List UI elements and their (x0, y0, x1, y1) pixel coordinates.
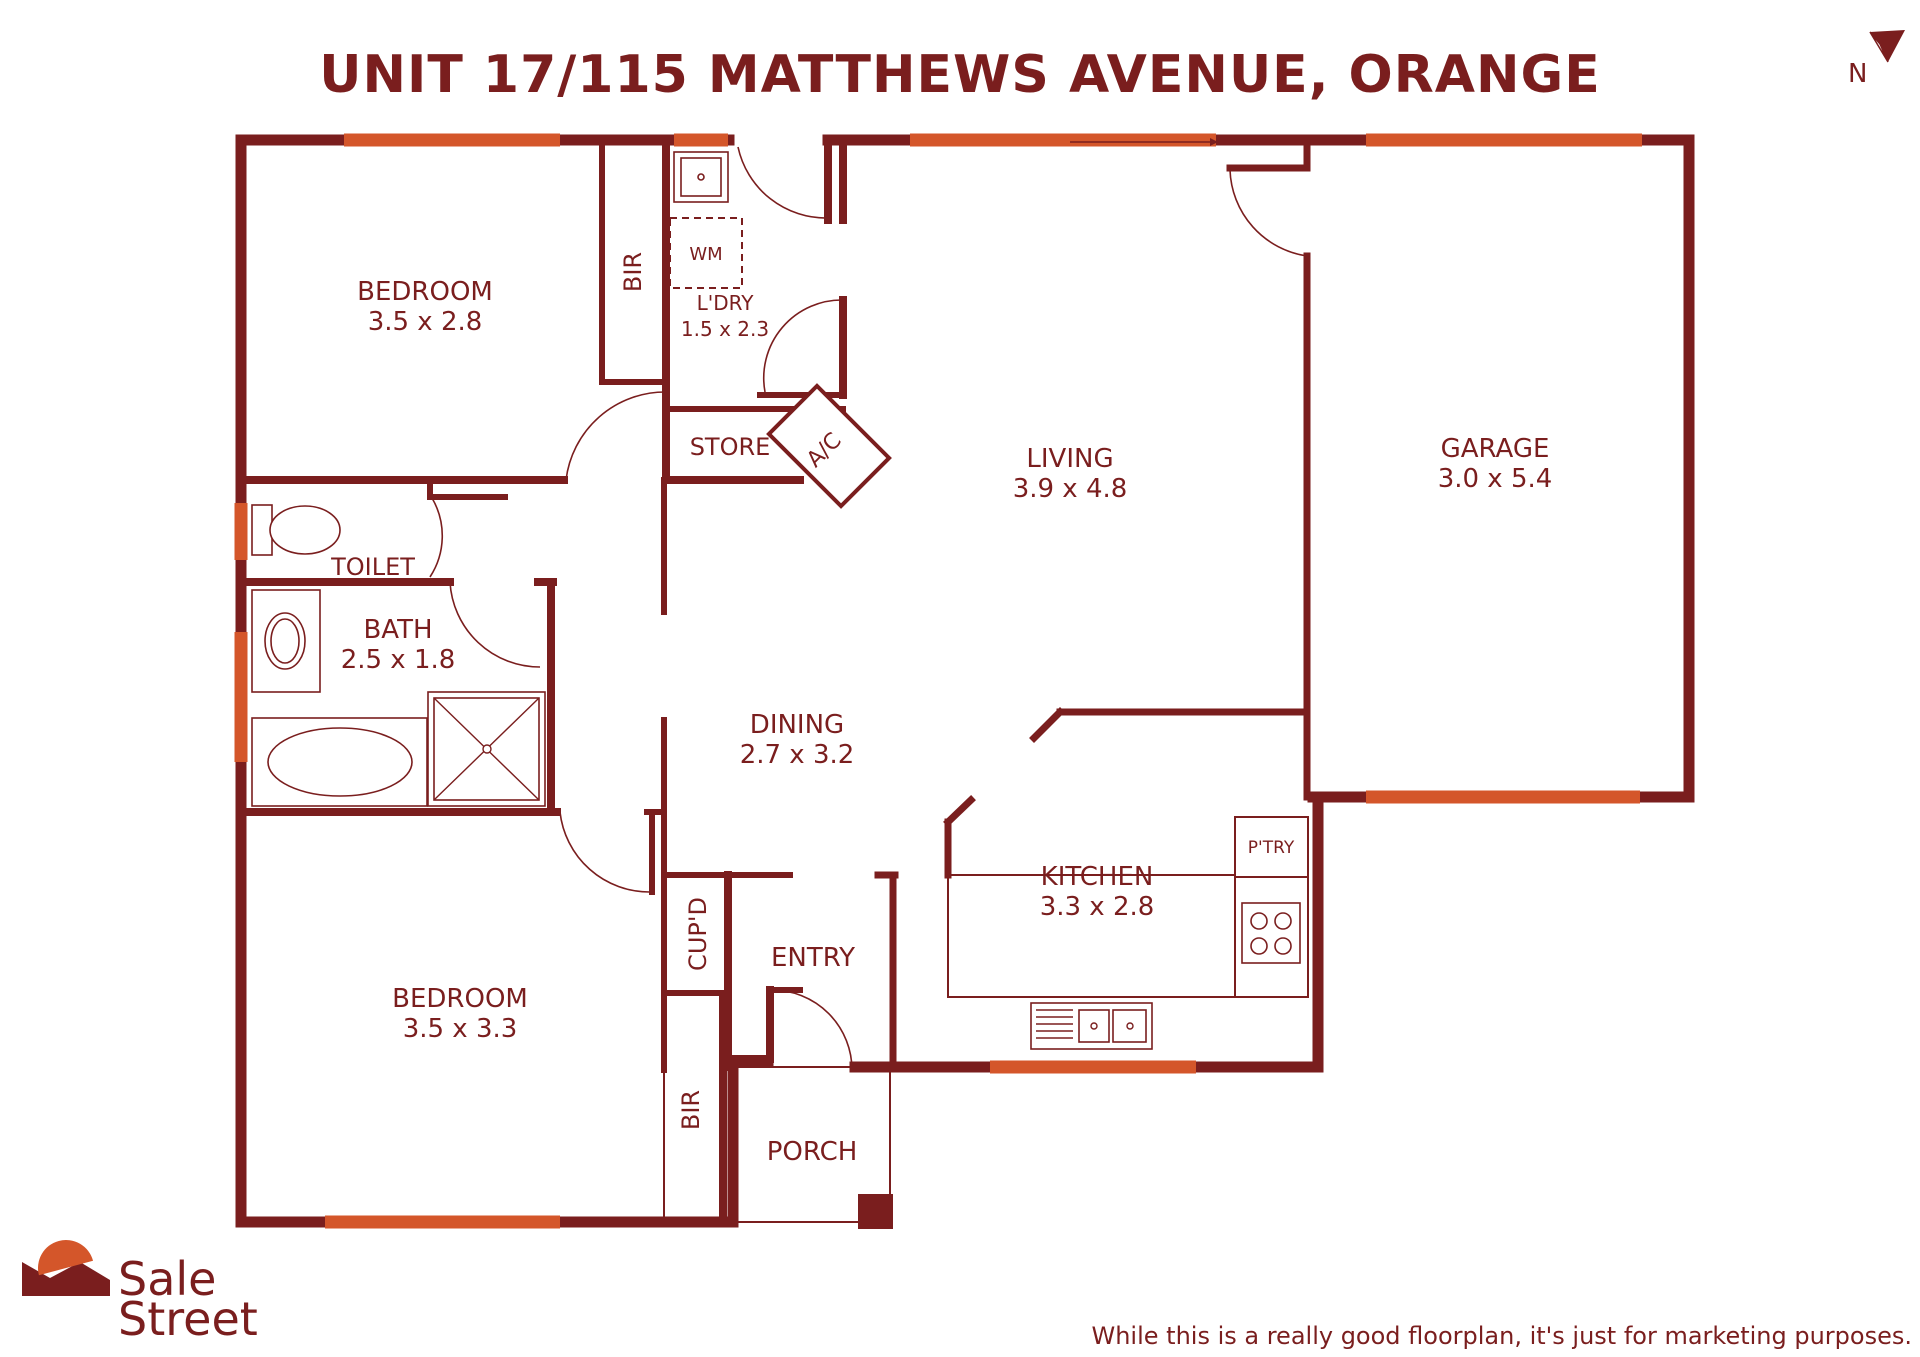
entry-label: ENTRY (771, 943, 855, 973)
doors (429, 146, 1308, 1071)
bedroom1-name: BEDROOM (357, 277, 493, 307)
brand-line2: Street (118, 1292, 258, 1346)
store-label: STORE (690, 433, 771, 461)
living-name: LIVING (1026, 444, 1113, 474)
bedroom2-name: BEDROOM (392, 984, 528, 1014)
room-labels: BEDROOM 3.5 x 2.8 BIR L'DRY 1.5 x 2.3 ST… (330, 252, 1552, 1167)
garage-name: GARAGE (1441, 434, 1550, 464)
garage-size: 3.0 x 5.4 (1438, 464, 1553, 494)
ac-unit (766, 383, 892, 509)
bedroom2-size: 3.5 x 3.3 (403, 1014, 518, 1044)
pantry-label: P'TRY (1248, 838, 1295, 858)
laundry-name: L'DRY (697, 291, 755, 315)
bir2-label: BIR (677, 1090, 705, 1130)
trough-icon (673, 151, 729, 203)
page-title: UNIT 17/115 MATTHEWS AVENUE, ORANGE (319, 45, 1601, 105)
laundry-size: 1.5 x 2.3 (681, 317, 769, 341)
cooktop-icon (1241, 902, 1301, 964)
kitchen-name: KITCHEN (1041, 862, 1154, 892)
disclaimer: While this is a really good floorplan, i… (1091, 1322, 1912, 1350)
dining-name: DINING (750, 710, 844, 740)
basin-icon (251, 589, 321, 693)
porch-label: PORCH (767, 1137, 858, 1167)
cupd-label: CUP'D (684, 897, 712, 971)
windows (234, 133, 1642, 1229)
washing-machine-space: WM (669, 217, 743, 289)
living-size: 3.9 x 4.8 (1013, 474, 1128, 504)
thin-lines (663, 816, 1309, 1229)
north-label: N (1848, 59, 1867, 89)
bath-name: BATH (363, 615, 432, 645)
bir1-label: BIR (619, 252, 647, 292)
kitchen-size: 3.3 x 2.8 (1040, 892, 1155, 922)
brand-line1: Sale (118, 1252, 216, 1306)
north-arrow-icon: N (1848, 30, 1905, 89)
bathtub-icon (251, 717, 428, 807)
toilet-label: TOILET (330, 553, 415, 581)
sale-street-logo-icon: Sale Street (22, 1240, 258, 1346)
wm-label: WM (689, 244, 722, 265)
bath-size: 2.5 x 1.8 (341, 645, 456, 675)
bedroom1-size: 3.5 x 2.8 (368, 307, 483, 337)
interior-walls (237, 139, 976, 1226)
sink-icon (1030, 1002, 1153, 1050)
toilet-icon (251, 504, 341, 556)
dining-size: 2.7 x 3.2 (740, 740, 855, 770)
shower-icon (427, 691, 546, 807)
